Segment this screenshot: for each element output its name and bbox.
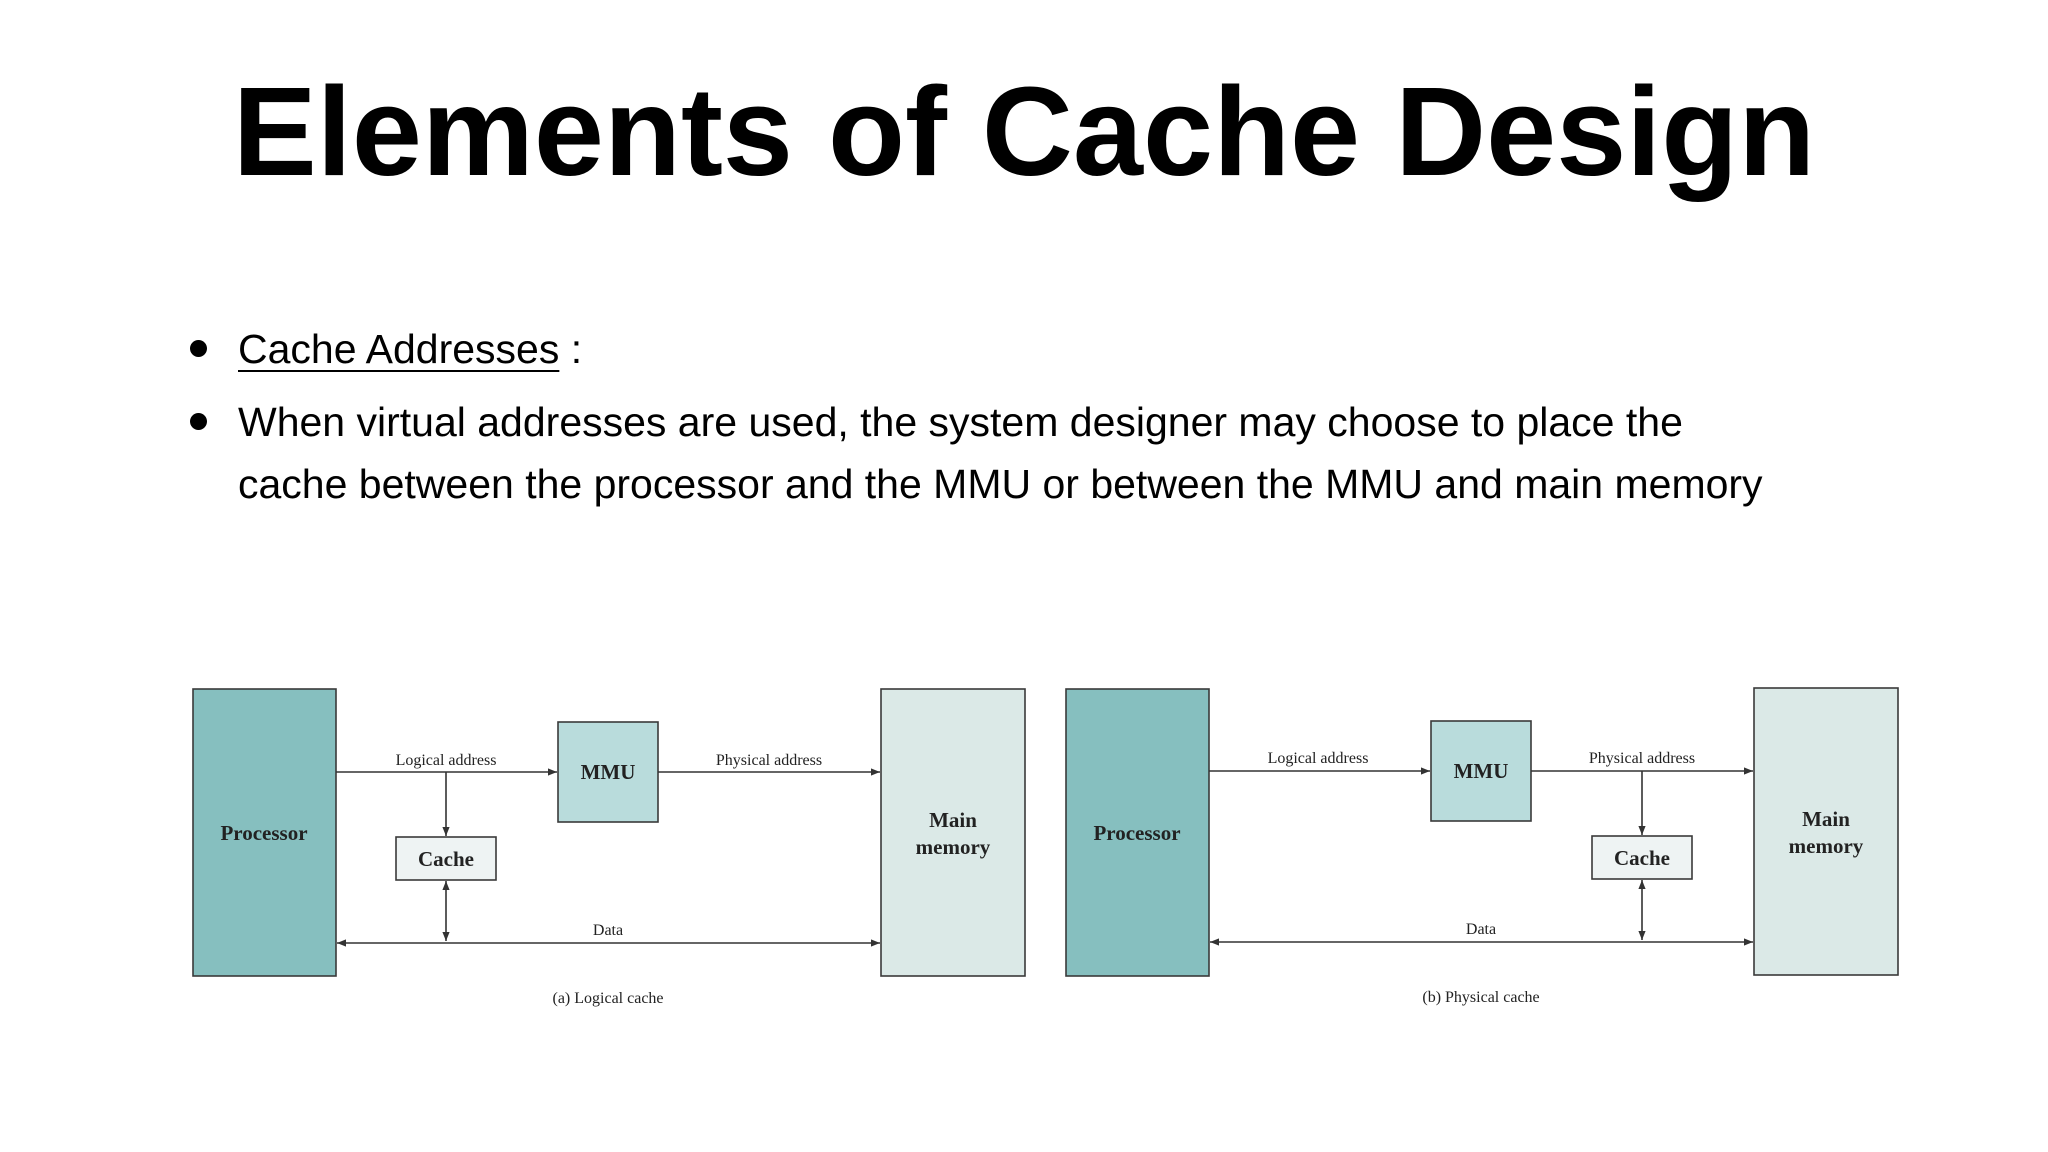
mmu-box — [1430, 720, 1532, 822]
main-memory-label-line2: memory — [916, 835, 991, 859]
bullet-list: Cache Addresses : When virtual addresses… — [182, 318, 1882, 526]
bullet-icon — [190, 413, 207, 430]
physical-address-label: Physical address — [716, 752, 822, 769]
physical-cache-diagram: Processor MMU Main memory Cache Logical … — [1065, 687, 1899, 1006]
cache-label: Cache — [418, 847, 474, 871]
bullet-heading-colon: : — [559, 326, 583, 372]
slide-title: Elements of Cache Design — [232, 61, 1816, 202]
logical-cache-caption: (a) Logical cache — [552, 990, 663, 1007]
main-memory-label-line1: Main — [929, 808, 977, 832]
cache-box — [395, 836, 497, 881]
mmu-label: MMU — [581, 760, 636, 784]
processor-label: Processor — [220, 821, 307, 845]
bullet-icon — [190, 340, 207, 357]
logical-address-label: Logical address — [1268, 750, 1369, 767]
main-memory-label-line1: Main — [1802, 807, 1850, 831]
main-memory-box — [1753, 687, 1899, 976]
data-label: Data — [593, 922, 623, 939]
physical-cache-caption: (b) Physical cache — [1422, 989, 1539, 1006]
processor-box — [192, 688, 337, 977]
bullet-text-line-2: cache between the processor and the MMU … — [238, 461, 1763, 507]
bullet-text-line-1: When virtual addresses are used, the sys… — [238, 399, 1683, 445]
processor-label: Processor — [1093, 821, 1180, 845]
logical-address-label: Logical address — [396, 752, 497, 769]
cache-box — [1591, 835, 1693, 880]
mmu-box — [557, 721, 659, 823]
data-label: Data — [1466, 921, 1496, 938]
main-memory-label-line2: memory — [1789, 834, 1864, 858]
logical-cache-diagram: Processor MMU Main memory Cache Logical … — [192, 688, 1026, 1007]
mmu-label: MMU — [1454, 759, 1509, 783]
processor-box — [1065, 688, 1210, 977]
bullet-heading: Cache Addresses — [238, 326, 560, 372]
physical-address-label: Physical address — [1589, 750, 1695, 767]
bullet-item-virtual-addresses: When virtual addresses are used, the sys… — [182, 391, 1882, 515]
cache-label: Cache — [1614, 846, 1670, 870]
main-memory-box — [880, 688, 1026, 977]
bullet-item-cache-addresses: Cache Addresses : — [182, 318, 1882, 380]
